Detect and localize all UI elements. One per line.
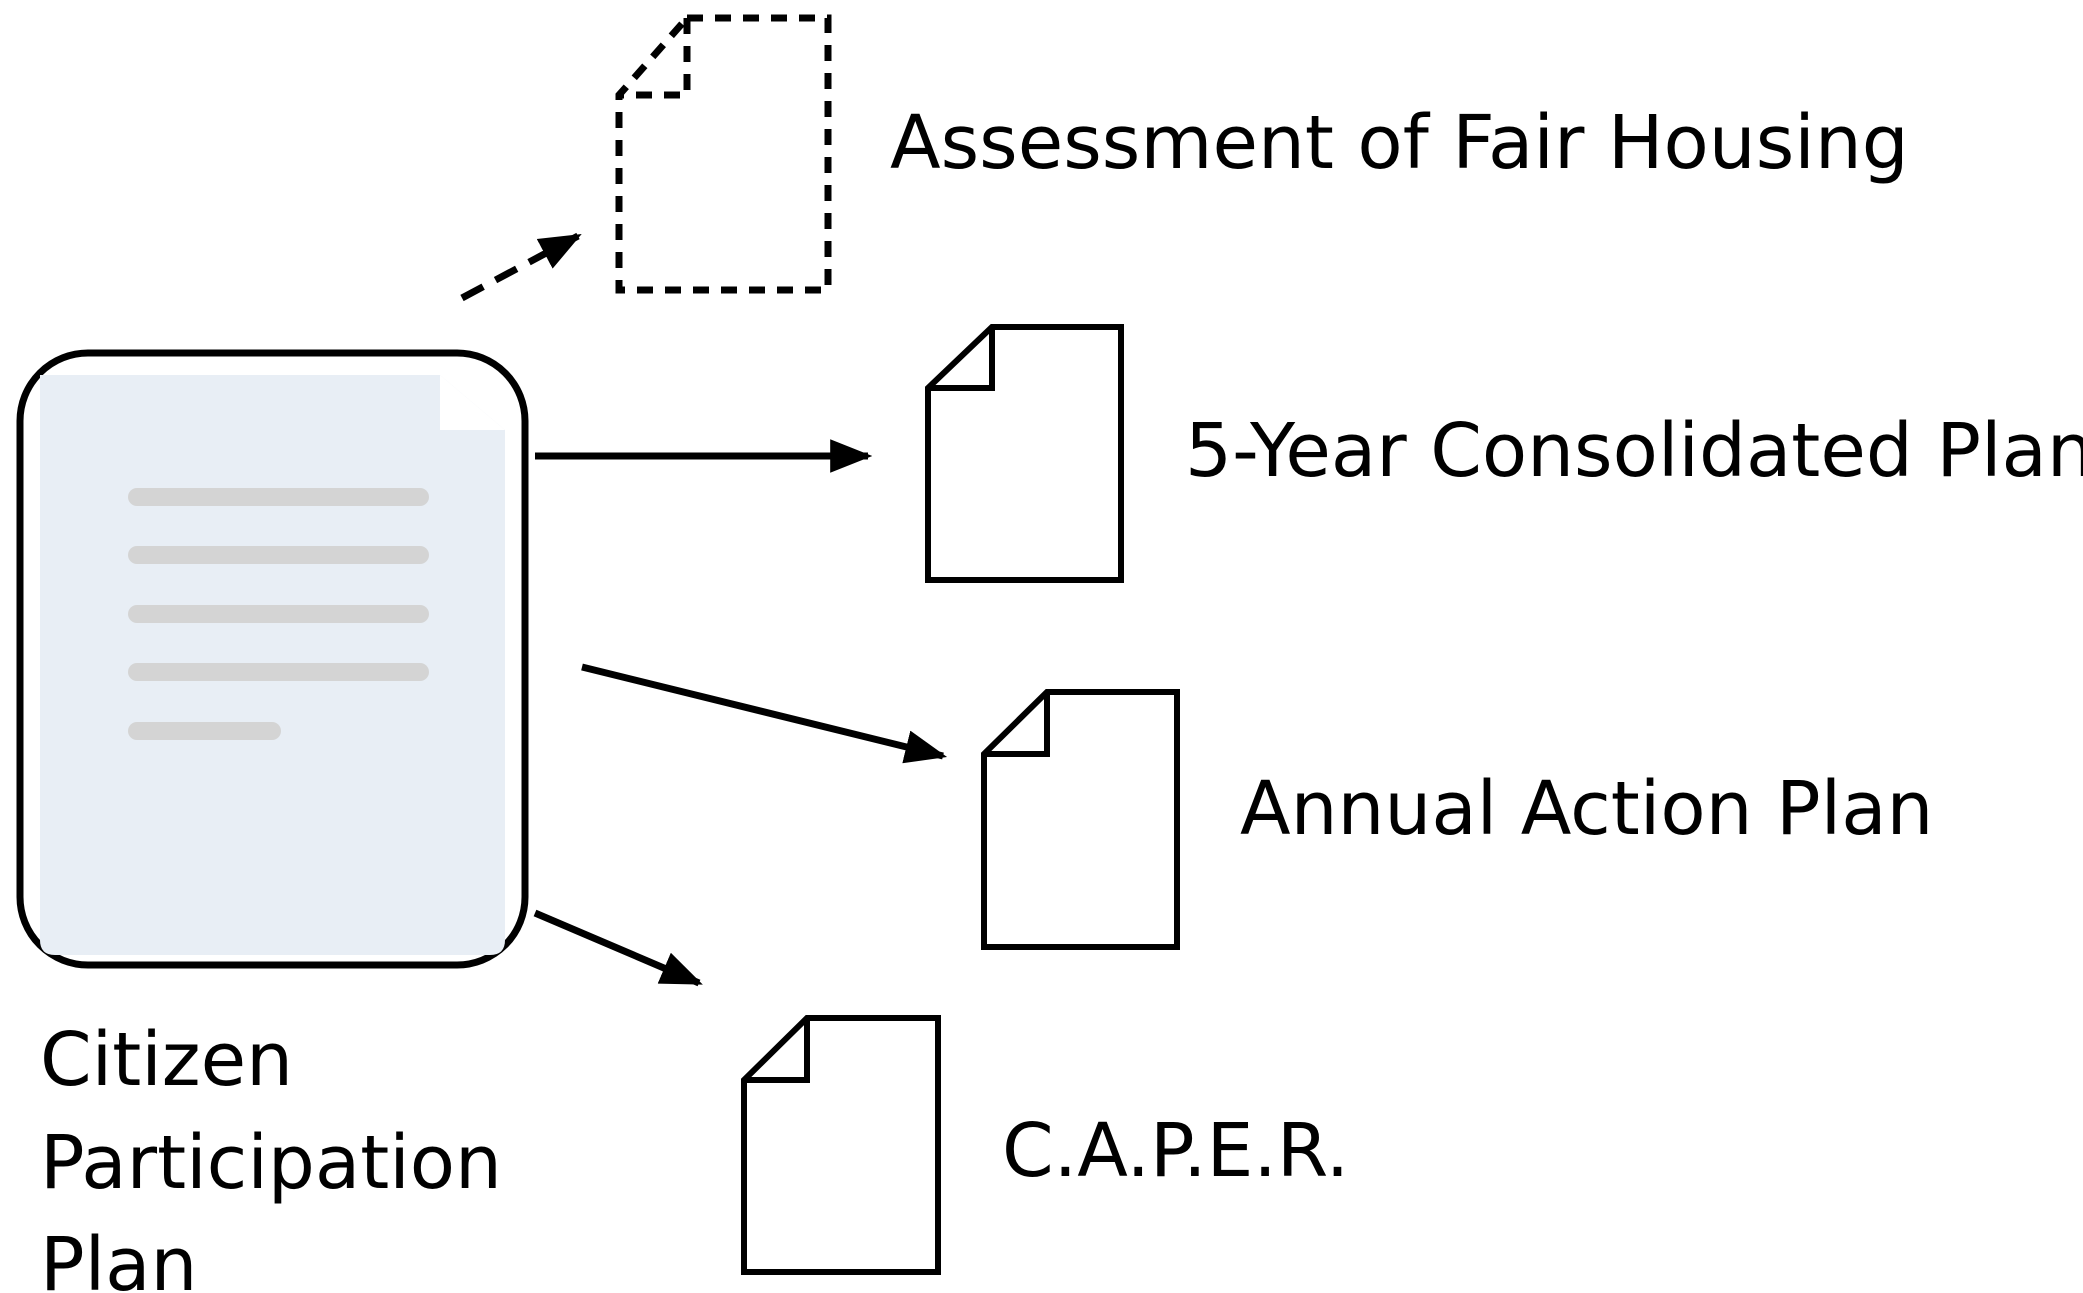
document-icon — [925, 324, 1124, 583]
document-fold-corner — [440, 375, 505, 430]
source-label-line-3: Plan — [40, 1222, 197, 1293]
target-annual: Annual Action Plan — [981, 689, 1933, 950]
document-text-lines — [128, 488, 429, 740]
document-icon — [741, 1015, 941, 1275]
source-document — [16, 349, 529, 969]
target-assessment: Assessment of Fair Housing — [615, 14, 1909, 294]
arrow-to-assessment — [460, 232, 582, 302]
arrow-to-annual — [581, 663, 948, 764]
target-label-caper: C.A.P.E.R. — [1002, 1108, 1349, 1194]
target-label-assessment: Assessment of Fair Housing — [890, 100, 1909, 186]
target-caper: C.A.P.E.R. — [741, 1015, 1349, 1275]
connector-arrows — [460, 232, 948, 987]
source-label-line-1: Citizen — [40, 1017, 293, 1103]
target-label-consolidated: 5-Year Consolidated Plan — [1185, 408, 2083, 494]
arrow-to-caper — [533, 909, 703, 987]
document-dashed-icon — [615, 14, 832, 294]
target-consolidated: 5-Year Consolidated Plan — [925, 324, 2083, 583]
document-icon — [981, 689, 1180, 950]
source-label-line-2: Participation — [40, 1120, 502, 1206]
target-label-annual: Annual Action Plan — [1240, 766, 1933, 852]
source-label: Citizen Participation Plan — [40, 1017, 526, 1293]
